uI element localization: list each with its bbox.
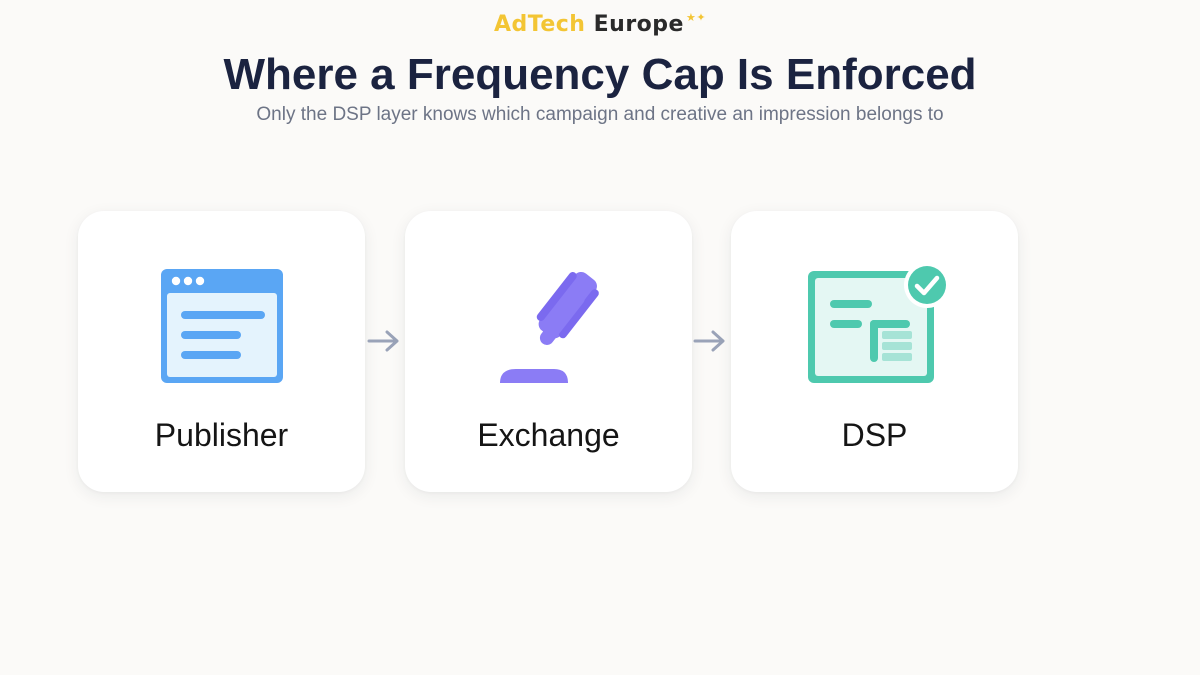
auction-gavel-icon: [500, 271, 599, 383]
brand-stars-icon: ★✦: [685, 11, 707, 24]
arrow-right-icon: [693, 330, 725, 352]
publisher-card: Publisher: [78, 211, 365, 492]
arrow-right-icon: [367, 330, 399, 352]
dsp-label: DSP: [841, 417, 908, 453]
dashboard-check-icon: [808, 262, 947, 383]
exchange-label: Exchange: [477, 417, 620, 453]
brand-logo-europe: Europe: [593, 12, 684, 37]
dsp-card: DSP: [731, 211, 1018, 492]
page-subtitle: Only the DSP layer knows which campaign …: [256, 104, 944, 125]
brand-logo-adtech: AdTech: [493, 12, 586, 37]
brand-logo: AdTech Europe★✦: [0, 11, 1200, 37]
browser-window-icon: [161, 269, 283, 383]
page-title: Where a Frequency Cap Is Enforced: [223, 50, 977, 99]
publisher-label: Publisher: [154, 417, 289, 453]
exchange-card: Exchange: [405, 211, 692, 492]
